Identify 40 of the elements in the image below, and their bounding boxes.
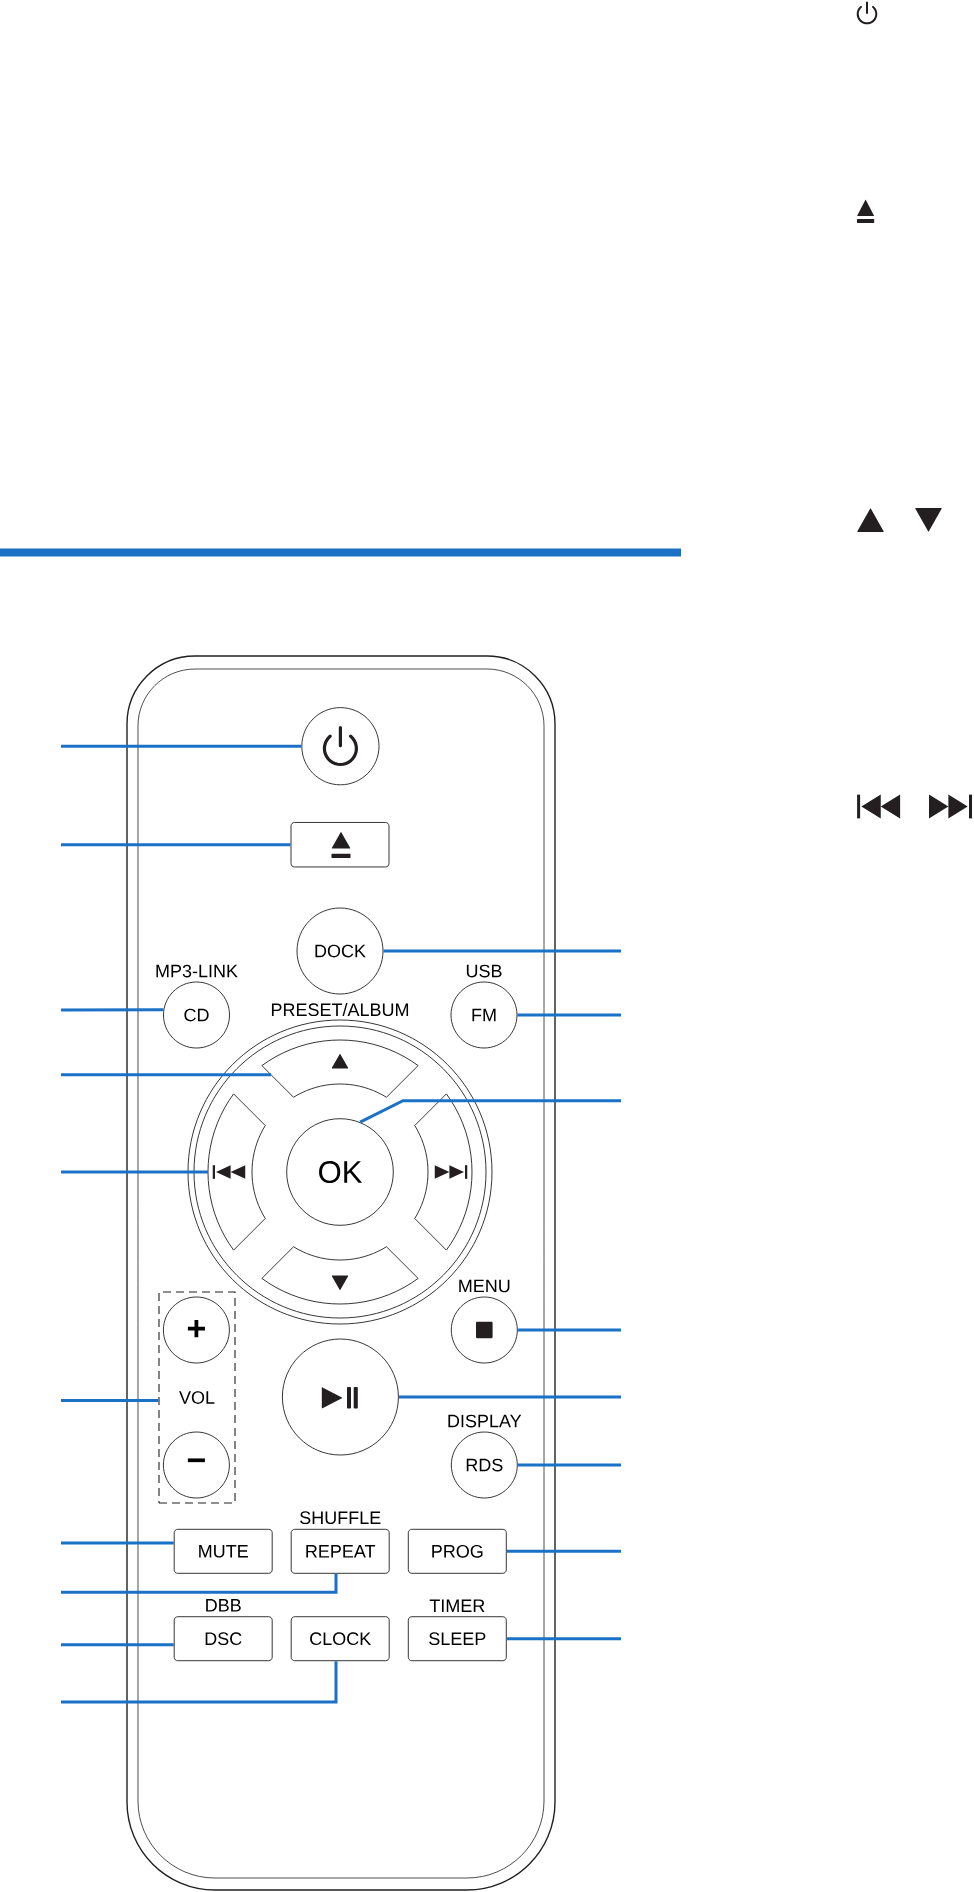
- leader-line: [61, 1541, 174, 1545]
- leader-line: [517, 1463, 621, 1467]
- leader-line: [61, 1661, 338, 1704]
- remote-control-body: [126, 655, 556, 1891]
- button-label: PRESET/ALBUM: [271, 1002, 409, 1017]
- button: CLOCK: [290, 1616, 390, 1662]
- button: PROG: [407, 1528, 507, 1574]
- round-button: CD: [163, 981, 230, 1049]
- button-label: USB: [466, 964, 502, 978]
- round-button: FM: [450, 981, 518, 1049]
- button-label: MP3-LINK: [156, 964, 238, 978]
- round-button: −: [162, 1431, 230, 1499]
- leader-line: [506, 1637, 621, 1641]
- leader-line: [383, 949, 621, 953]
- leader-line: [359, 1099, 621, 1124]
- round-button: RDS: [450, 1431, 518, 1499]
- button: REPEAT: [290, 1528, 390, 1574]
- leader-line: [61, 1573, 338, 1594]
- round-button: DOCK: [296, 907, 384, 995]
- leader-line: [398, 1395, 621, 1399]
- button: DSC: [173, 1616, 273, 1662]
- button: MUTE: [173, 1528, 273, 1574]
- button-label: MENU: [459, 1279, 510, 1293]
- leader-line: [61, 744, 302, 748]
- leader-line: [61, 1170, 208, 1174]
- button-label: DBB: [206, 1599, 241, 1612]
- leader-line: [61, 1073, 271, 1077]
- button-label: DISPLAY: [448, 1414, 522, 1428]
- round-button: OK: [286, 1118, 394, 1226]
- leader-line: [61, 1643, 174, 1647]
- leader-line: [517, 1328, 621, 1332]
- leader-line: [61, 843, 291, 847]
- leader-line: [517, 1013, 621, 1017]
- leader-line: [61, 1008, 164, 1012]
- button: SLEEP: [407, 1616, 507, 1662]
- leader-line: [506, 1549, 621, 1553]
- button-label: TIMER: [429, 1599, 485, 1612]
- leader-line: [61, 1398, 159, 1402]
- round-button: +: [162, 1296, 230, 1364]
- button-label: SHUFFLE: [300, 1511, 381, 1525]
